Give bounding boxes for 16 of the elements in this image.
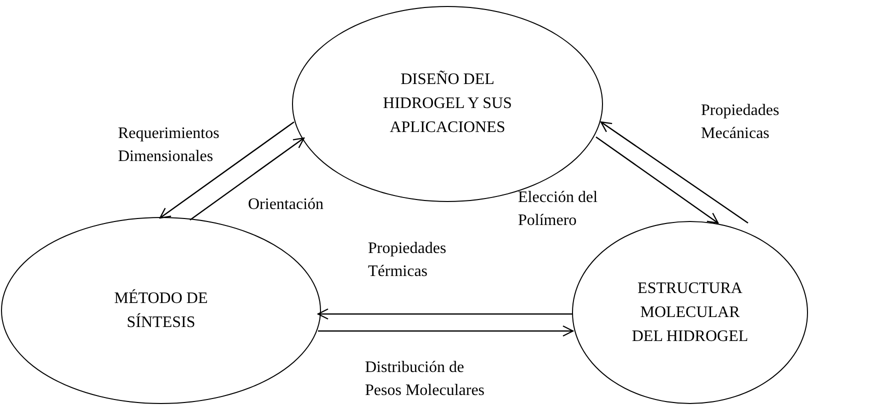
arrow [596,136,719,224]
concept-ellipse [1,217,321,404]
node-text: MÉTODO DE SÍNTESIS [113,288,209,332]
edge-label: Elección del Polímero [518,188,599,231]
arrow [317,308,573,320]
arrow [159,121,294,219]
edge-label: Requerimientos Dimensionales [118,124,220,167]
edge-label: Orientación [248,195,325,215]
edge-label: Propiedades Mecánicas [701,101,780,144]
arrow [600,121,748,224]
arrow [190,137,305,221]
node-text: ESTRUCTURA MOLECULAR DEL HIDROGEL [630,278,750,346]
edge-label: Propiedades Térmicas [368,239,448,282]
node-text: DISEÑO DEL HIDROGEL Y SUS APLICACIONES [382,70,513,138]
arrow [318,325,574,337]
edge-label: Distribución de Pesos Moleculares [365,358,486,401]
